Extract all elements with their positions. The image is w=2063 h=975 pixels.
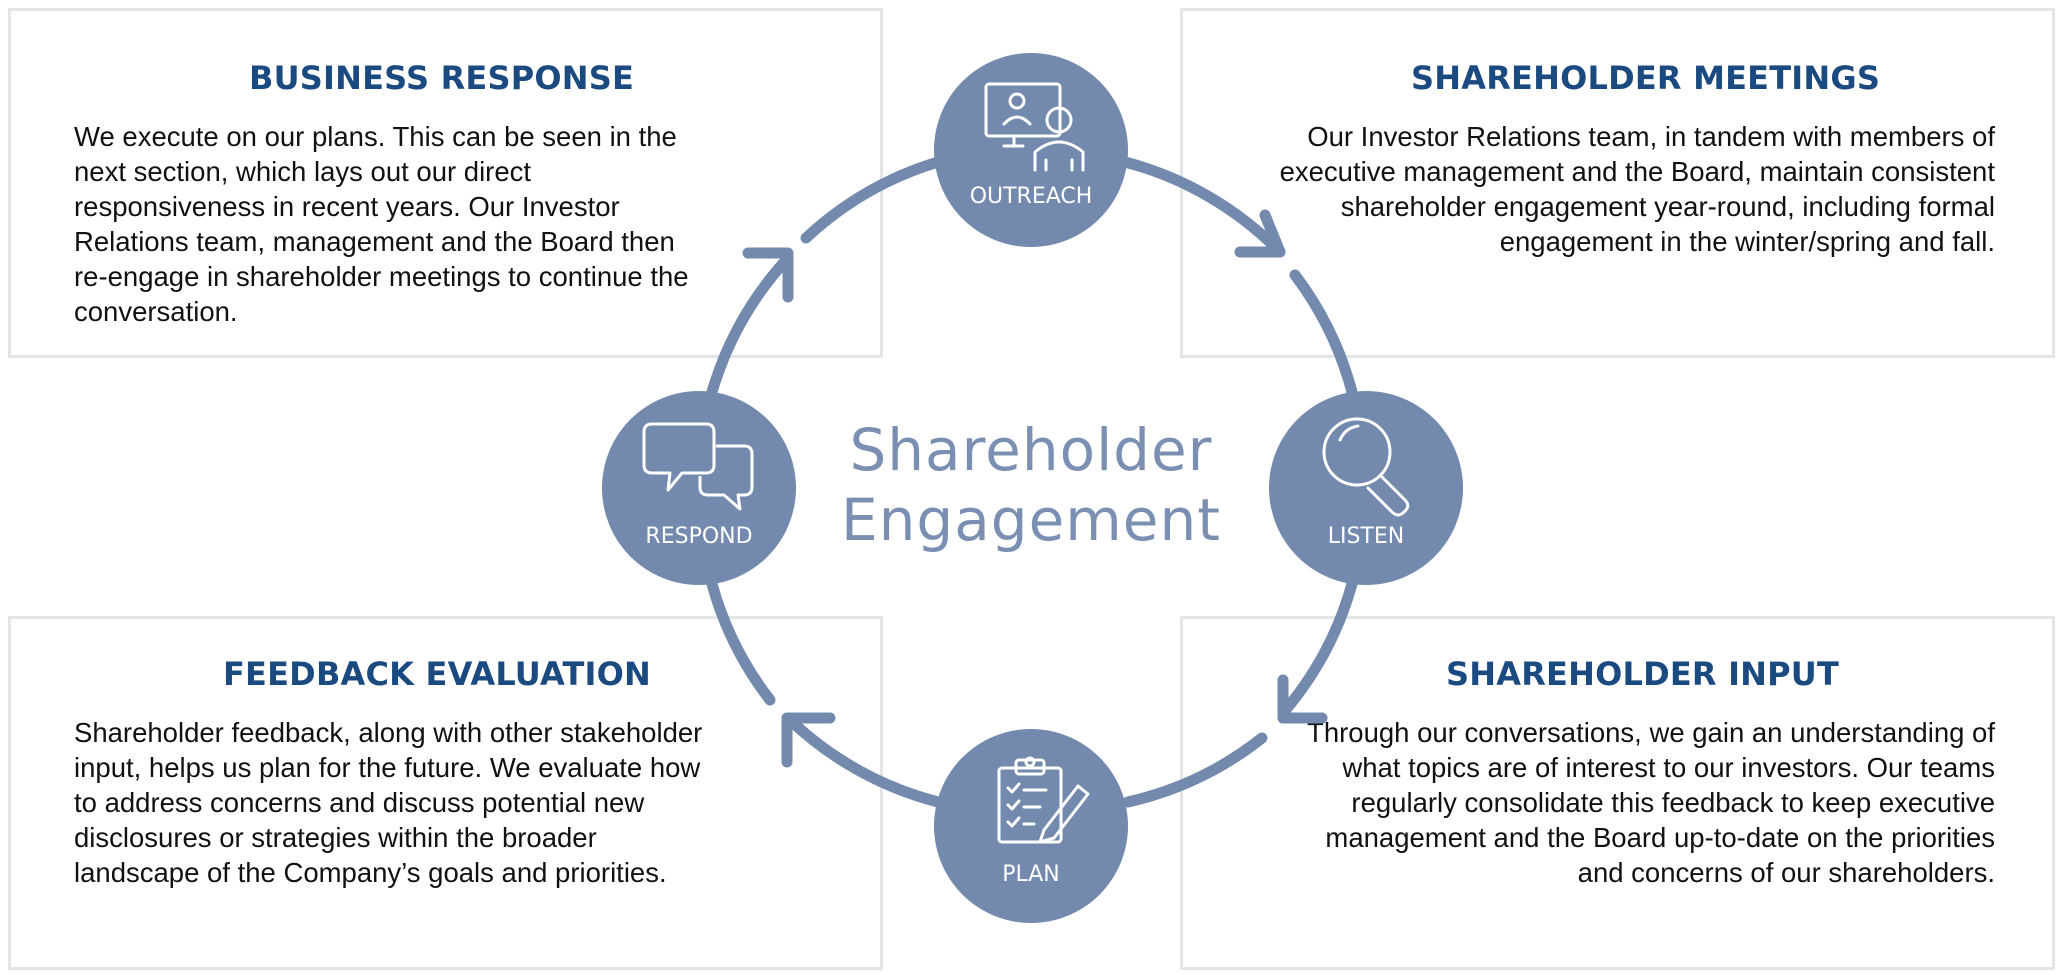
video-call-icon xyxy=(984,82,1085,172)
cycle-arc-to-listen xyxy=(1289,269,1358,398)
listen-label: LISTEN xyxy=(1328,524,1405,549)
arrowhead-listen-plan xyxy=(1277,674,1328,724)
arrowhead-outreach-listen xyxy=(1234,209,1286,258)
cycle-arc-to-plan xyxy=(1122,732,1268,808)
shareholder-input-title: SHAREHOLDER INPUT xyxy=(1446,655,1840,693)
cycle-arc-to-respond xyxy=(706,578,776,706)
shareholder-meetings-box: SHAREHOLDER MEETINGS Our Investor Relati… xyxy=(1180,8,2055,358)
speech-bubbles-icon xyxy=(642,422,754,511)
business-response-title: BUSINESS RESPONSE xyxy=(249,59,635,97)
node-listen: LISTEN xyxy=(1269,391,1463,585)
magnifier-icon xyxy=(1322,417,1410,517)
business-response-box: BUSINESS RESPONSE We execute on our plan… xyxy=(8,8,883,358)
center-title-line2: Engagement xyxy=(841,486,1221,554)
feedback-evaluation-title: FEEDBACK EVALUATION xyxy=(223,655,651,693)
shareholder-input-text: Through our conversations, we gain an un… xyxy=(1307,717,1995,888)
shareholder-meetings-text: Our Investor Relations team, in tandem w… xyxy=(1279,121,1995,257)
node-plan: PLAN xyxy=(934,729,1128,923)
node-respond: RESPOND xyxy=(602,391,796,585)
checklist-icon xyxy=(997,756,1090,844)
respond-label: RESPOND xyxy=(645,524,752,549)
cycle-arc-to-outreach xyxy=(800,156,944,244)
outreach-label: OUTREACH xyxy=(970,184,1093,209)
arrowhead-plan-respond xyxy=(781,712,836,768)
arrowhead-respond-outreach xyxy=(742,247,794,303)
plan-label: PLAN xyxy=(1002,862,1060,887)
cycle-arc-listen-plan xyxy=(1277,578,1358,719)
center-title-line1: Shareholder xyxy=(849,416,1212,484)
cycle-arc-outreach-listen xyxy=(1119,156,1286,258)
feedback-evaluation-text: Shareholder feedback, along with other s… xyxy=(74,717,703,888)
cycle-arc-plan-respond xyxy=(782,712,944,808)
shareholder-input-box: SHAREHOLDER INPUT Through our conversati… xyxy=(1180,616,2055,970)
business-response-text: We execute on our plans. This can be see… xyxy=(74,121,689,327)
node-outreach: OUTREACH xyxy=(934,53,1128,247)
feedback-evaluation-box: FEEDBACK EVALUATION Shareholder feedback… xyxy=(8,616,883,970)
cycle-arc-respond-outreach xyxy=(706,252,794,398)
shareholder-meetings-title: SHAREHOLDER MEETINGS xyxy=(1411,59,1881,97)
